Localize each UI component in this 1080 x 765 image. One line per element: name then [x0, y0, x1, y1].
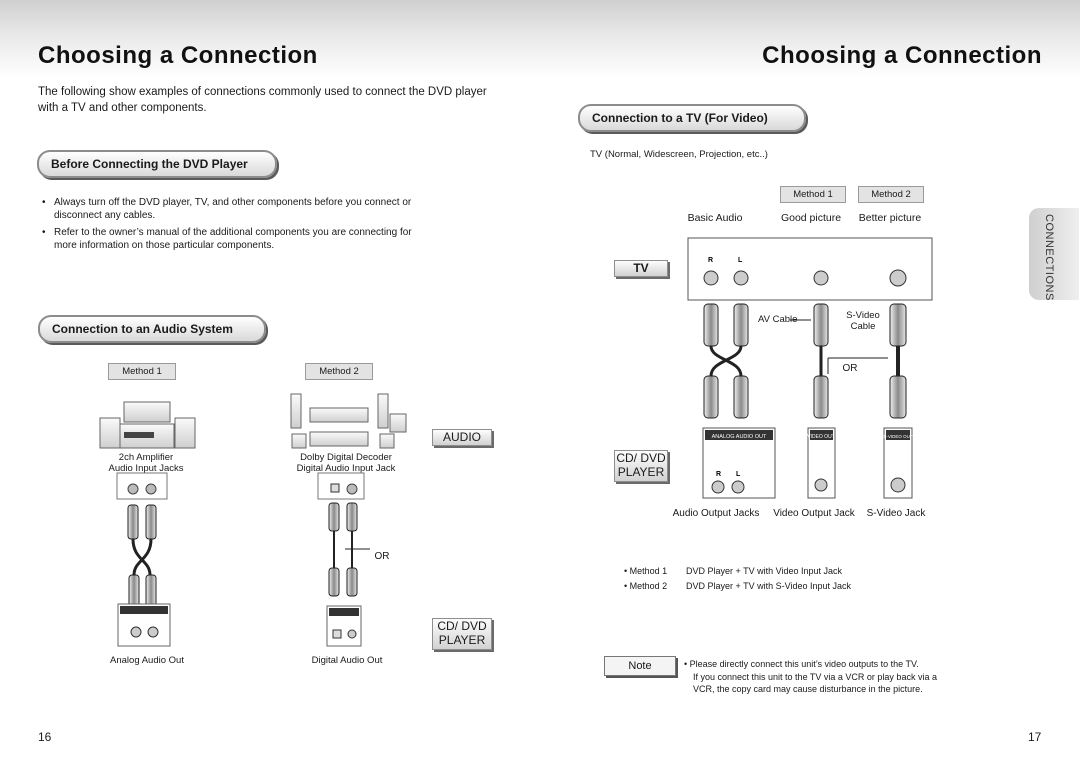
better-picture-label: Better picture	[858, 212, 922, 224]
decoder-label-line1: Dolby Digital Decoder	[300, 452, 392, 463]
tv-input-panel: R L	[687, 237, 933, 301]
svideo-out-plate-text: S-VIDEO OUT	[883, 434, 913, 439]
left-player-box-line2: PLAYER	[438, 633, 486, 647]
precaution-item: Always turn off the DVD player, TV, and …	[42, 196, 422, 222]
amp-label-line2: Audio Input Jacks	[108, 463, 184, 474]
left-page-number: 16	[38, 730, 52, 744]
method-row-2-label: • Method 2	[624, 581, 668, 591]
left-player-box: CD/ DVD PLAYER	[432, 618, 492, 650]
note-line1: • Please directly connect this unit’s vi…	[684, 659, 919, 669]
amp-input-jacks-panel	[116, 472, 168, 500]
side-tab-label: CONNECTIONS	[1043, 214, 1055, 301]
analog-audio-out-plate	[117, 603, 171, 647]
digital-audio-out-label: Digital Audio Out	[311, 655, 383, 666]
intro-text: The following show examples of connectio…	[38, 86, 487, 114]
before-connecting-heading: Before Connecting the DVD Player	[37, 150, 277, 178]
method-row-1-desc: DVD Player + TV with Video Input Jack	[686, 566, 842, 576]
method-row-2-desc: DVD Player + TV with S-Video Input Jack	[686, 581, 851, 591]
note-text: • Please directly connect this unit’s vi…	[684, 658, 964, 696]
method-row-1-method: Method 1	[629, 566, 668, 576]
left-av-cable	[127, 504, 157, 610]
tv-types-label: TV (Normal, Widescreen, Projection, etc.…	[590, 149, 768, 160]
good-picture-label: Good picture	[780, 212, 842, 224]
digital-audio-out-plate	[326, 605, 362, 647]
amp-label-line1: 2ch Amplifier	[118, 452, 174, 463]
precaution-list: Always turn off the DVD player, TV, and …	[42, 196, 422, 256]
decoder-input-panel	[317, 472, 365, 500]
note-box: Note	[604, 656, 676, 676]
amp-label: 2ch Amplifier Audio Input Jacks	[90, 452, 202, 474]
left-page-title: Choosing a Connection	[38, 42, 318, 69]
audio-method2-tag: Method 2	[305, 363, 373, 380]
right-page-number: 17	[1028, 730, 1042, 744]
decoder-label-line2: Digital Audio Input Jack	[296, 463, 396, 474]
note-line1-text: Please directly connect this unit’s vide…	[689, 659, 919, 669]
left-player-box-line1: CD/ DVD	[437, 619, 487, 633]
video-out-plate-text: VIDEO OUT	[807, 434, 835, 440]
decoder-system-illustration	[290, 393, 407, 449]
method-row-1-label: • Method 1	[624, 566, 668, 576]
method-row-2-method: Method 2	[629, 581, 668, 591]
player-output-panels: ANALOG AUDIO OUT R L VIDEO OUT S-VIDEO O…	[702, 427, 913, 499]
decoder-label: Dolby Digital Decoder Digital Audio Inpu…	[290, 452, 402, 474]
header-band	[0, 0, 1080, 78]
precaution-item: Refer to the owner’s manual of the addit…	[42, 226, 422, 252]
left-or-label: OR	[374, 551, 390, 562]
analog-audio-out-plate-text: ANALOG AUDIO OUT	[712, 434, 767, 440]
connections-side-tab: CONNECTIONS	[1029, 208, 1079, 301]
tv-jack-l-text: L	[738, 257, 743, 264]
right-page-title: Choosing a Connection	[762, 42, 1042, 69]
tv-box: TV	[614, 260, 668, 277]
basic-audio-label: Basic Audio	[687, 212, 743, 224]
audio-system-heading: Connection to an Audio System	[38, 315, 266, 343]
tv-jack-r-text: R	[708, 257, 713, 264]
svideo-cable-line2: Cable	[850, 321, 876, 332]
audio-output-jacks-label: Audio Output Jacks	[672, 508, 760, 519]
svideo-jack-label: S-Video Jack	[866, 508, 926, 519]
right-player-box-line2: PLAYER	[617, 465, 665, 479]
amplifier-system-illustration	[99, 401, 196, 449]
note-line2: If you connect this unit to the TV via a…	[693, 671, 937, 682]
audio-method1-tag: Method 1	[108, 363, 176, 380]
right-player-box-line1: CD/ DVD	[616, 451, 666, 465]
digital-cable	[328, 502, 370, 597]
right-player-box: CD/ DVD PLAYER	[614, 450, 668, 482]
player-jack-l-text: L	[736, 471, 741, 478]
av-cable-label: AV Cable	[758, 314, 798, 325]
svideo-cable-label: S-Video Cable	[838, 310, 888, 332]
svideo-cable-line1: S-Video	[846, 310, 880, 321]
player-jack-r-text: R	[716, 471, 721, 478]
audio-box: AUDIO	[432, 429, 492, 446]
tv-method2-tag: Method 2	[858, 186, 924, 203]
video-output-jack-label: Video Output Jack	[773, 508, 855, 519]
tv-method1-tag: Method 1	[780, 186, 846, 203]
note-line3: VCR, the copy card may cause disturbance…	[693, 684, 923, 694]
tv-video-heading: Connection to a TV (For Video)	[578, 104, 806, 132]
analog-audio-out-label: Analog Audio Out	[110, 655, 184, 666]
right-or-label: OR	[842, 363, 858, 374]
